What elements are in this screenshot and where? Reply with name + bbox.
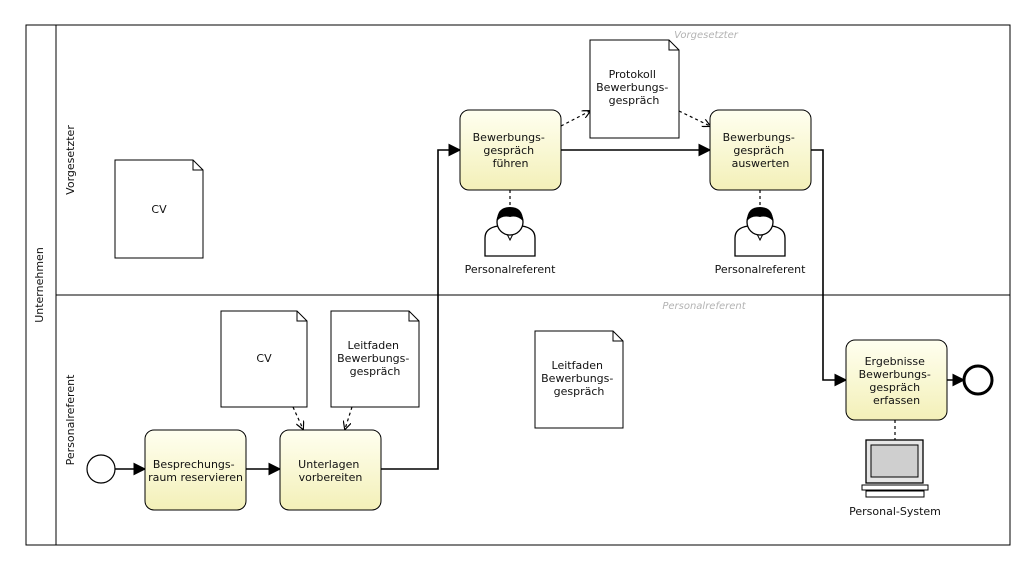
document-cv-vorgesetzter[interactable]: CV (114, 159, 204, 259)
data-associations (292, 110, 896, 440)
actor-personalreferent-2[interactable]: Personalreferent (715, 207, 806, 276)
user-icon (734, 207, 786, 257)
lane-label-vorgesetzter: Vorgesetzter (64, 125, 77, 195)
start-event[interactable] (86, 454, 116, 484)
assoc-leitfaden-t2 (345, 406, 353, 429)
actor-label: Personalreferent (715, 263, 806, 276)
svg-text:Leitfaden Bewerbungs-: Leitfaden Bewerbungs- gespräch (541, 359, 617, 398)
task-bewerbungsgespraech-auswerten[interactable]: Bewerbungs- gespräch auswerten (709, 109, 812, 191)
lane-personalreferent: Personalreferent Personalreferent (64, 301, 747, 465)
flow-t4-t5 (811, 149, 848, 387)
system-personal-system[interactable]: Personal-System (849, 439, 941, 518)
actor-label: Personalreferent (465, 263, 556, 276)
svg-text:Leitfaden Bewerbungs-: Leitfaden Bewerbungs- gespräch (337, 339, 413, 378)
computer-icon (861, 439, 929, 498)
assoc-protokoll-t4 (678, 110, 710, 126)
svg-text:Bewerbungs- gespräch: Bewerbungs- gespräch auswerten (723, 131, 799, 170)
sequence-flows (115, 143, 966, 476)
svg-text:Unterlagen vorbereiten: Unterlagen vorbereiten (298, 458, 363, 484)
lane-label-personalreferent: Personalreferent (64, 374, 77, 465)
svg-text:Bewerbungs- gespräch: Bewerbungs- gespräch führen (473, 131, 549, 170)
svg-text:Besprechungs- raum reser: Besprechungs- raum reservieren (148, 458, 243, 484)
system-label: Personal-System (849, 505, 941, 518)
document-protokoll[interactable]: Protokoll Bewerbungs- gespräch (589, 39, 680, 139)
lane-watermark-personalreferent: Personalreferent (662, 301, 746, 312)
lane-watermark-vorgesetzter: Vorgesetzter (674, 30, 739, 41)
svg-text:CV: CV (256, 352, 272, 365)
assoc-t3-protokoll (560, 111, 590, 127)
pool-label: Unternehmen (33, 247, 46, 323)
task-besprechungsraum-reservieren[interactable]: Besprechungs- raum reservieren (144, 429, 247, 511)
svg-text:CV: CV (151, 203, 167, 216)
actor-personalreferent-1[interactable]: Personalreferent (465, 207, 556, 276)
task-bewerbungsgespraech-fuehren[interactable]: Bewerbungs- gespräch führen (459, 109, 562, 191)
user-icon (484, 207, 536, 257)
document-leitfaden-input[interactable]: Leitfaden Bewerbungs- gespräch (330, 310, 420, 408)
document-leitfaden-standalone[interactable]: Leitfaden Bewerbungs- gespräch (534, 330, 624, 429)
document-cv-personalreferent[interactable]: CV (220, 310, 308, 408)
pool: Unternehmen (25, 24, 1011, 546)
end-event[interactable] (962, 364, 994, 396)
task-unterlagen-vorbereiten[interactable]: Unterlagen vorbereiten (279, 429, 382, 511)
flow-t2-t3 (381, 143, 462, 470)
svg-text:Protokoll Bewerbungs-: Protokoll Bewerbungs- gespräch (596, 68, 672, 107)
task-ergebnisse-erfassen[interactable]: Ergebnisse Bewerbungs- gespräch erfassen (845, 339, 948, 421)
lane-vorgesetzter: Vorgesetzter Vorgesetzter (56, 30, 1010, 296)
assoc-cv-t2 (292, 406, 303, 429)
svg-text:Ergebnisse Bewerbungs-: Ergebnisse Bewerbungs- gespräch erfassen (859, 355, 935, 407)
